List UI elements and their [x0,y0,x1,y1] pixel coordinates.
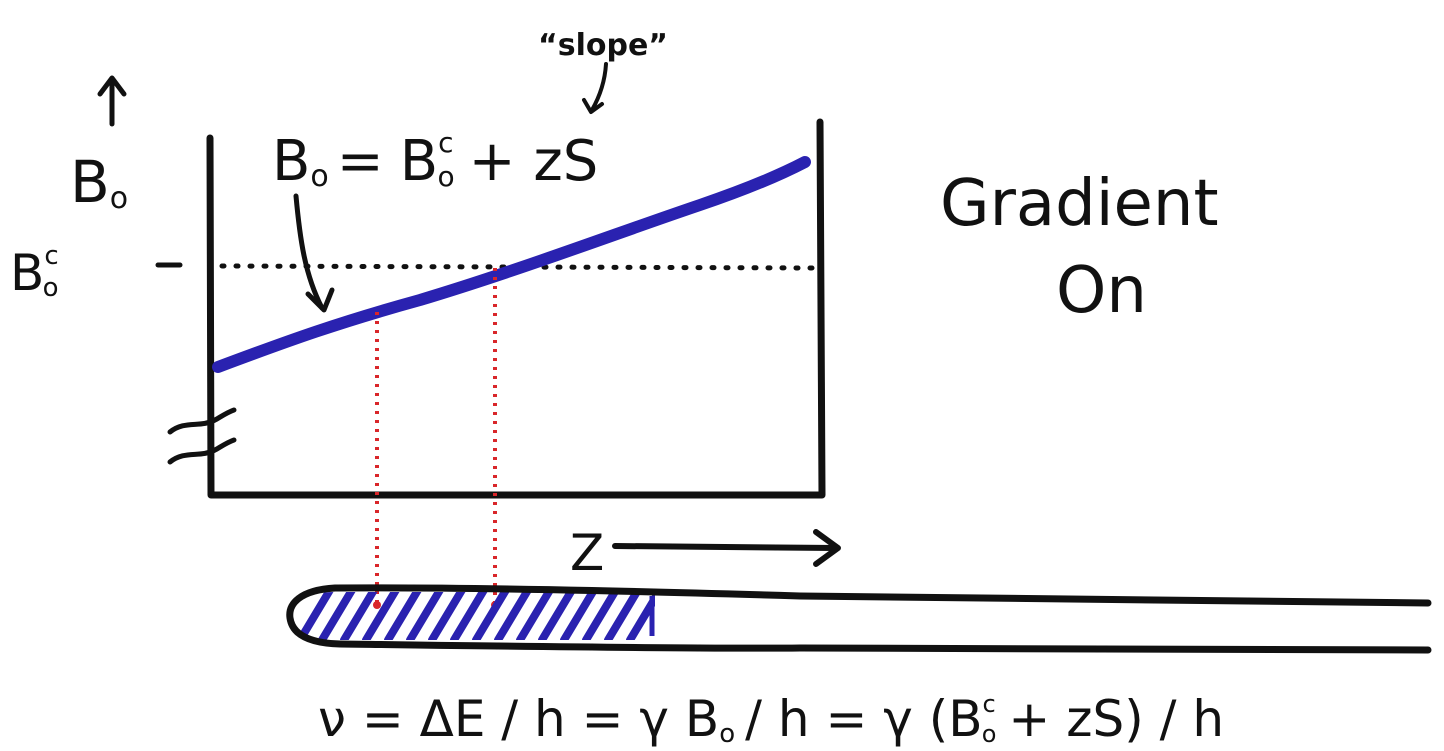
equation-pointer-arrow [293,193,335,313]
state-line-1: Gradient [940,167,1219,241]
slope-note: “slope” [538,28,668,63]
state-line-2: On [1056,254,1147,328]
axis-break-icon [167,407,237,465]
y-axis-arrow [97,75,127,127]
plot-frame [206,118,826,499]
projection-point-1 [373,601,381,609]
y-axis-label: Bo [70,148,128,216]
sample-tube [286,584,1432,654]
tube-outline [286,584,1432,654]
sample-hatch [296,592,655,640]
x-axis-label: Z [570,524,604,582]
field-line [212,156,811,373]
slope-pointer-arrow [582,62,608,114]
x-axis-arrow [612,529,841,567]
